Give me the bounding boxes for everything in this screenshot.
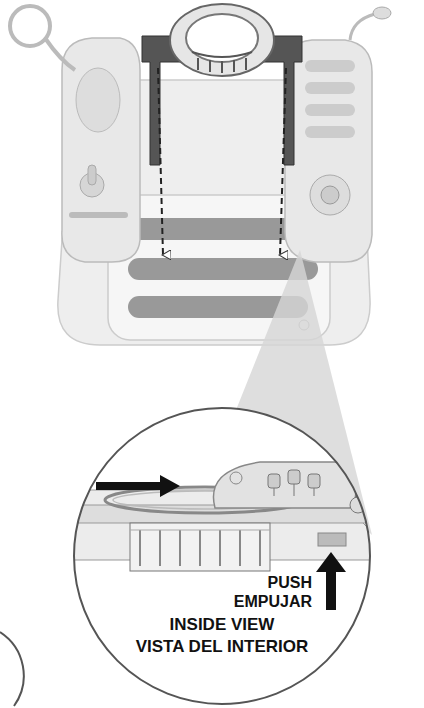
instruction-label: INSIDE VIEW [170, 616, 275, 635]
instruction-label: PUSH [268, 574, 312, 592]
instruction-label: VISTA DEL INTERIOR [136, 638, 309, 657]
instruction-label: EMPUJAR [234, 593, 312, 611]
